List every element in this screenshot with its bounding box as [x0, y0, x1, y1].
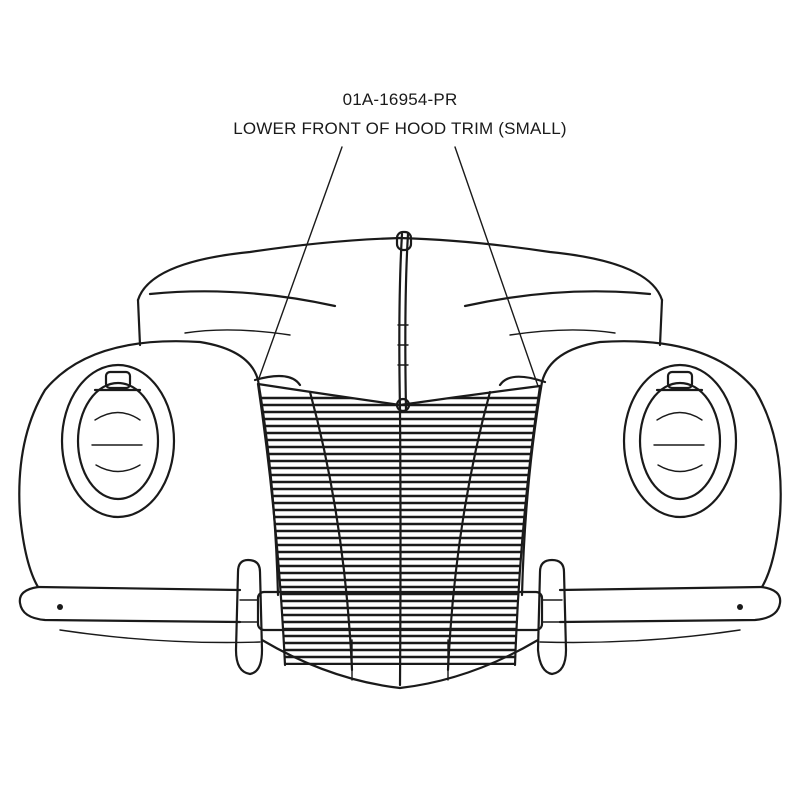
parking-light-left	[104, 370, 132, 390]
bumper-bolt-right	[737, 604, 743, 610]
callout-leader-lines	[257, 146, 539, 387]
parking-light-right	[666, 370, 694, 390]
leader-line-right	[454, 146, 539, 387]
leader-line-left	[257, 146, 343, 382]
grille-outline	[253, 374, 547, 672]
grille-divider-left	[308, 390, 354, 672]
part-number-label: 01A-16954-PR	[342, 90, 458, 109]
hood-crease-left	[148, 290, 337, 308]
hood-crease-right	[463, 290, 652, 308]
part-description-label: LOWER FRONT OF HOOD TRIM (SMALL)	[233, 119, 567, 138]
lower-valance	[260, 638, 540, 690]
headlight-bezel-left	[60, 363, 176, 519]
bumper-guard-left	[234, 558, 264, 676]
fender-left	[18, 340, 280, 597]
headlight-right	[638, 381, 722, 501]
grille-divider-right	[446, 390, 492, 672]
bumper-center-bar	[256, 590, 544, 632]
bumper-guard-right	[536, 558, 568, 676]
fender-right	[520, 340, 782, 597]
hood-ornament	[395, 230, 413, 252]
hood-ornament-strip	[395, 230, 413, 687]
headlight-bezel-right	[622, 363, 738, 519]
headlight-left	[76, 381, 160, 501]
bumper-bolt-left	[57, 604, 63, 610]
hood	[136, 236, 664, 347]
